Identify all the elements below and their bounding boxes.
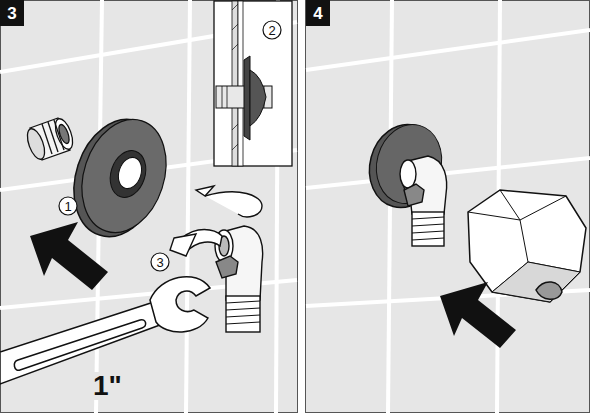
step-number: 3 [7,5,16,22]
wrench [0,277,210,384]
push-arrow [30,222,108,290]
wrench-size: 1" [90,372,125,400]
step-number: 4 [313,5,322,22]
push-arrow [440,282,516,348]
callout-number: 1 [64,200,71,213]
callout-number: 3 [156,256,163,269]
tile-grid [306,0,590,413]
callout-circle: 3 [150,252,170,272]
elbow-fitting [170,186,263,332]
elbow-fitting [400,156,447,246]
inset-detail [214,1,292,166]
step-number-box: 4 [306,0,330,26]
callout-ring [59,197,77,215]
panel-ground [306,1,590,413]
tile-grid [0,0,297,413]
callout-ring [151,253,169,271]
callout-circle: 1 [58,196,78,216]
step-number-box: 3 [0,0,24,26]
panel-ground [1,1,298,413]
escutcheon-flange [60,108,180,248]
callout-circle: 2 [262,20,282,40]
escutcheon-flange [360,117,450,216]
callout-ring [263,21,281,39]
threaded-nipple [24,117,76,162]
callout-number: 2 [268,24,275,37]
